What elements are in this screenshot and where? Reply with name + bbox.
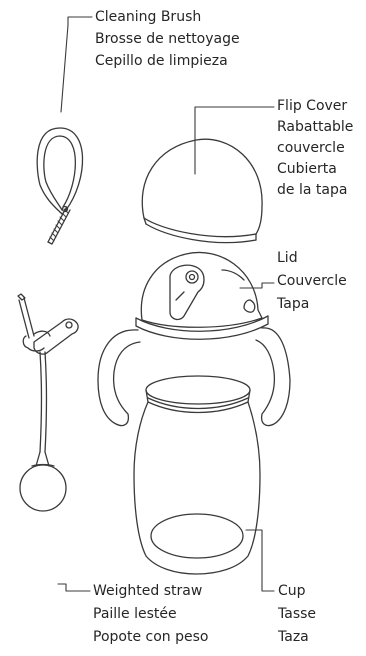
leader-flip-cover [195,107,274,174]
weighted-straw-label-es: Popote con peso [93,626,208,649]
flip-cover-label-line-1: Flip Cover [277,96,353,117]
cleaning-brush-label-fr: Brosse de nettoyage [95,28,240,50]
cleaning-brush-icon [37,128,82,244]
flip-cover-label-line-3: couvercle [277,138,353,159]
weighted-straw-icon [18,294,78,511]
cup-label-fr: Tasse [278,603,316,626]
flip-cover-label-line-2: Rabattable [277,117,353,138]
weighted-straw-label-fr: Paille lestée [93,603,208,626]
leader-lines [58,17,274,591]
lid-label-en: Lid [277,247,347,270]
cup-label-es: Taza [278,626,316,649]
leader-cup [246,530,274,591]
flip-cover-label-line-4: Cubierta [277,159,353,180]
flip-cover-label: Flip Cover Rabattable couvercle Cubierta… [277,96,353,201]
lid-label-fr: Couvercle [277,270,347,293]
weighted-straw-label: Weighted straw Paille lestée Popote con … [93,580,208,649]
leader-brush [61,17,92,112]
cup-label-en: Cup [278,580,316,603]
leader-lid [240,283,274,288]
weighted-straw-label-en: Weighted straw [93,580,208,603]
flip-cover-icon [142,139,262,242]
lid-label-es: Tapa [277,293,347,316]
cleaning-brush-label-en: Cleaning Brush [95,6,240,28]
cleaning-brush-label: Cleaning Brush Brosse de nettoyage Cepil… [95,6,240,72]
lid-icon [98,252,290,425]
lid-label: Lid Couvercle Tapa [277,247,347,316]
cleaning-brush-label-es: Cepillo de limpieza [95,50,240,72]
leader-straw [58,584,90,591]
flip-cover-label-line-5: de la tapa [277,180,353,201]
cup-icon [134,376,260,574]
cup-label: Cup Tasse Taza [278,580,316,649]
